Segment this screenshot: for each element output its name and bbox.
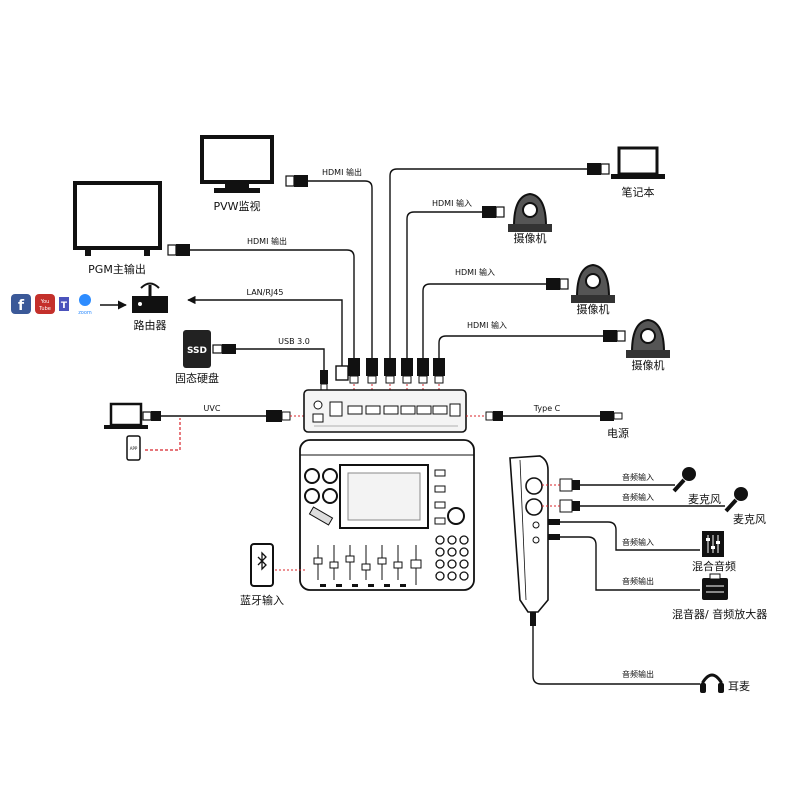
svg-text:T: T	[61, 301, 68, 311]
usb-plug-icon	[485, 411, 503, 421]
switcher-side-panel	[509, 455, 549, 613]
jack-plug-icon	[548, 534, 560, 540]
camera-icon	[571, 263, 615, 303]
switcher-console	[299, 439, 475, 591]
camera-3-label: 摄像机	[632, 358, 665, 372]
svg-text:Tube: Tube	[38, 306, 51, 312]
hdmi-in-cam2-label: HDMI 输入	[467, 320, 507, 330]
headphones-label: 耳麦	[728, 680, 750, 693]
svg-text:You: You	[40, 299, 50, 305]
headphones-icon	[700, 673, 724, 693]
router-icon	[132, 282, 168, 313]
jack-plug-icon	[530, 612, 536, 626]
usb-plug-icon	[212, 344, 236, 354]
rj45-plug-icon	[335, 365, 349, 381]
audio-in-2-label: 音频输入	[622, 492, 654, 502]
audio-out-2-label: 音频输出	[622, 669, 654, 679]
microphone-icon	[672, 467, 696, 493]
cable-cam2	[422, 283, 546, 358]
mixer-audio-label: 混合音频	[692, 559, 736, 573]
usb-plug-icon	[320, 370, 328, 391]
hdmi-in-laptop-label: HDMI 输入	[432, 198, 472, 208]
hdmi-plug-icon	[546, 278, 569, 290]
power-label: 电源	[607, 426, 629, 440]
cable-laptop	[389, 168, 587, 358]
laptop-icon	[611, 146, 665, 179]
cable-pvw	[308, 180, 373, 358]
camera-icon	[626, 318, 670, 358]
hdmi-in-cam1-label: HDMI 输入	[455, 267, 495, 277]
hdmi-plug-icon	[482, 206, 505, 218]
audio-out-1-label: 音频输出	[622, 576, 654, 586]
hdmi-out-pgm-label: HDMI 输出	[247, 236, 287, 246]
uvc-label: UVC	[204, 404, 221, 413]
camera-1-label: 摄像机	[514, 231, 547, 245]
microphone-icon	[724, 487, 748, 513]
router-label: 路由器	[134, 318, 167, 332]
ssd-label: 固态硬盘	[175, 371, 219, 385]
cable-cam1	[406, 211, 482, 358]
bluetooth-phone-icon	[250, 543, 274, 587]
cable-pgm	[190, 249, 355, 358]
phone-icon: APP	[126, 435, 141, 461]
zoom-icon: zoom	[78, 294, 92, 316]
pvw-monitor-icon	[200, 135, 274, 193]
pgm-monitor-icon	[73, 181, 162, 256]
svg-text:zoom: zoom	[78, 310, 92, 316]
hdmi-plug-icon	[587, 163, 610, 175]
laptop-left-icon	[104, 402, 148, 429]
app-link	[145, 418, 181, 451]
mic-1-label: 麦克风	[688, 493, 721, 506]
hdmi-plug-icon	[603, 330, 626, 342]
teams-icon: T	[59, 297, 69, 311]
typec-label: Type C	[533, 404, 561, 413]
lan-label: LAN/RJ45	[247, 288, 284, 297]
facebook-icon: f	[11, 294, 31, 314]
cable-headphones	[532, 626, 700, 685]
camera-icon	[508, 192, 552, 232]
cable-lan	[187, 295, 343, 366]
audio-in-1-label: 音频输入	[622, 472, 654, 482]
svg-text:APP: APP	[130, 446, 138, 451]
pvw-monitor-label: PVW监视	[213, 199, 260, 213]
youtube-icon: You Tube	[35, 294, 55, 314]
xlr-plug-icon	[559, 499, 580, 513]
hdmi-plug-icon	[167, 244, 190, 256]
cable-usb	[236, 348, 325, 386]
hdmi-plug-row	[348, 358, 445, 384]
power-plug-icon	[600, 411, 623, 421]
xlr-plug-icon	[559, 478, 580, 492]
svg-text:SSD: SSD	[187, 346, 207, 356]
mixer-amp-label: 混音器/ 音频放大器	[672, 607, 767, 621]
bluetooth-label: 蓝牙输入	[240, 593, 284, 607]
svg-text:f: f	[18, 298, 25, 314]
camera-2-label: 摄像机	[577, 302, 610, 316]
audio-mixer-icon	[702, 531, 724, 557]
hdmi-out-pvw-label: HDMI 输出	[322, 167, 362, 177]
usb-label: USB 3.0	[278, 337, 310, 346]
switcher-rear-panel	[303, 389, 467, 433]
amplifier-icon	[702, 573, 728, 600]
pgm-output-label: PGM主输出	[88, 262, 146, 276]
audio-in-3-label: 音频输入	[622, 537, 654, 547]
usb-plug-icon	[266, 410, 291, 422]
cable-amp	[548, 536, 700, 591]
laptop-label: 笔记本	[622, 185, 655, 199]
jack-plug-icon	[548, 519, 560, 525]
ssd-icon: SSD	[183, 330, 211, 368]
cable-cam3	[438, 335, 603, 358]
usb-plug-icon	[142, 411, 161, 421]
hdmi-plug-icon	[285, 175, 308, 187]
cable-mixer-audio	[548, 521, 700, 551]
mic-2-label: 麦克风	[733, 513, 766, 526]
